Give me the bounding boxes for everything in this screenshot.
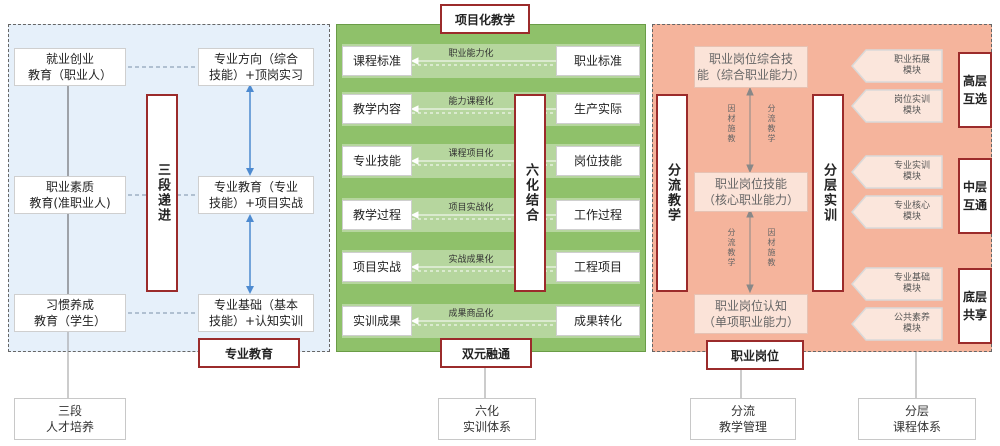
course-standard-box: 课程标准	[342, 46, 412, 76]
six-integration-label: 六化结合	[514, 94, 546, 292]
base-level-tag: 底层 共享	[958, 268, 992, 344]
project-practice-box: 项目实战	[342, 252, 412, 282]
career-standard-box: 职业标准	[556, 46, 640, 76]
streamed-teaching-label: 分流教学	[656, 94, 688, 292]
public-literacy-module: 公共素养 模块	[893, 313, 930, 334]
career-quality-education-box: 职业素质 教育(准职业人)	[14, 176, 126, 214]
arrow-label-1: 职业能力化	[448, 49, 494, 59]
production-practice-box: 生产实际	[556, 94, 640, 124]
teach-by-aptitude-note-2: 因材施教	[767, 228, 776, 268]
career-startup-education-box: 就业创业 教育（职业人）	[14, 48, 126, 86]
teaching-process-box: 教学过程	[342, 200, 412, 230]
streamed-teaching-note-1: 分流教学	[767, 104, 776, 144]
mid-level-tag: 中层 互通	[958, 158, 992, 234]
specialty-foundation-box: 专业基础（基本 技能）+认知实训	[198, 294, 314, 332]
cognition-skill-level: 职业岗位认知 （单项职业能力）	[694, 294, 808, 334]
teaching-content-box: 教学内容	[342, 94, 412, 124]
arrow-label-5: 实战成果化	[448, 255, 494, 265]
arrow-label-6: 成果商品化	[448, 309, 494, 319]
three-stage-training-box: 三段 人才培养	[14, 398, 126, 440]
training-results-box: 实训成果	[342, 306, 412, 336]
position-training-module: 岗位实训 模块	[893, 95, 930, 116]
engineering-project-box: 工程项目	[556, 252, 640, 282]
core-skill-level: 职业岗位技能 （核心职业能力）	[694, 172, 808, 212]
professional-training-module: 专业实训 模块	[893, 161, 930, 182]
career-position-tag: 职业岗位	[706, 340, 804, 370]
specialty-direction-box: 专业方向（综合 技能）+顶岗实习	[198, 48, 314, 86]
habit-education-box: 习惯养成 教育（学生）	[14, 294, 126, 332]
position-skills-box: 岗位技能	[556, 146, 640, 176]
work-process-box: 工作过程	[556, 200, 640, 230]
streamed-teaching-mgmt-box: 分流 教学管理	[690, 398, 796, 440]
tiered-training-label: 分层实训	[812, 94, 844, 292]
professional-education-tag: 专业教育	[198, 338, 300, 368]
project-based-teaching-tag: 项目化教学	[440, 4, 530, 34]
three-stage-progression-label: 三段递进	[146, 94, 178, 292]
comprehensive-skill-level: 职业岗位综合技 能（综合职业能力）	[694, 46, 808, 88]
career-expansion-module: 职业拓展 模块	[893, 55, 930, 76]
arrow-label-2: 能力课程化	[448, 97, 494, 107]
professional-skills-box: 专业技能	[342, 146, 412, 176]
streamed-teaching-note-2: 分流教学	[727, 228, 736, 268]
high-level-tag: 高层 互选	[958, 52, 992, 128]
professional-core-module: 专业核心 模块	[893, 201, 930, 222]
teach-by-aptitude-note-1: 因材施教	[727, 104, 736, 144]
dual-integration-tag: 双元融通	[440, 338, 532, 368]
six-practice-system-box: 六化 实训体系	[438, 398, 536, 440]
arrow-label-3: 课程项目化	[448, 149, 494, 159]
tiered-curriculum-box: 分层 课程体系	[858, 398, 976, 440]
specialty-education-box: 专业教育（专业 技能）+项目实战	[198, 176, 314, 214]
arrow-label-4: 项目实战化	[448, 203, 494, 213]
results-conversion-box: 成果转化	[556, 306, 640, 336]
professional-foundation-module: 专业基础 模块	[893, 273, 930, 294]
dual-integration-panel	[336, 24, 646, 352]
